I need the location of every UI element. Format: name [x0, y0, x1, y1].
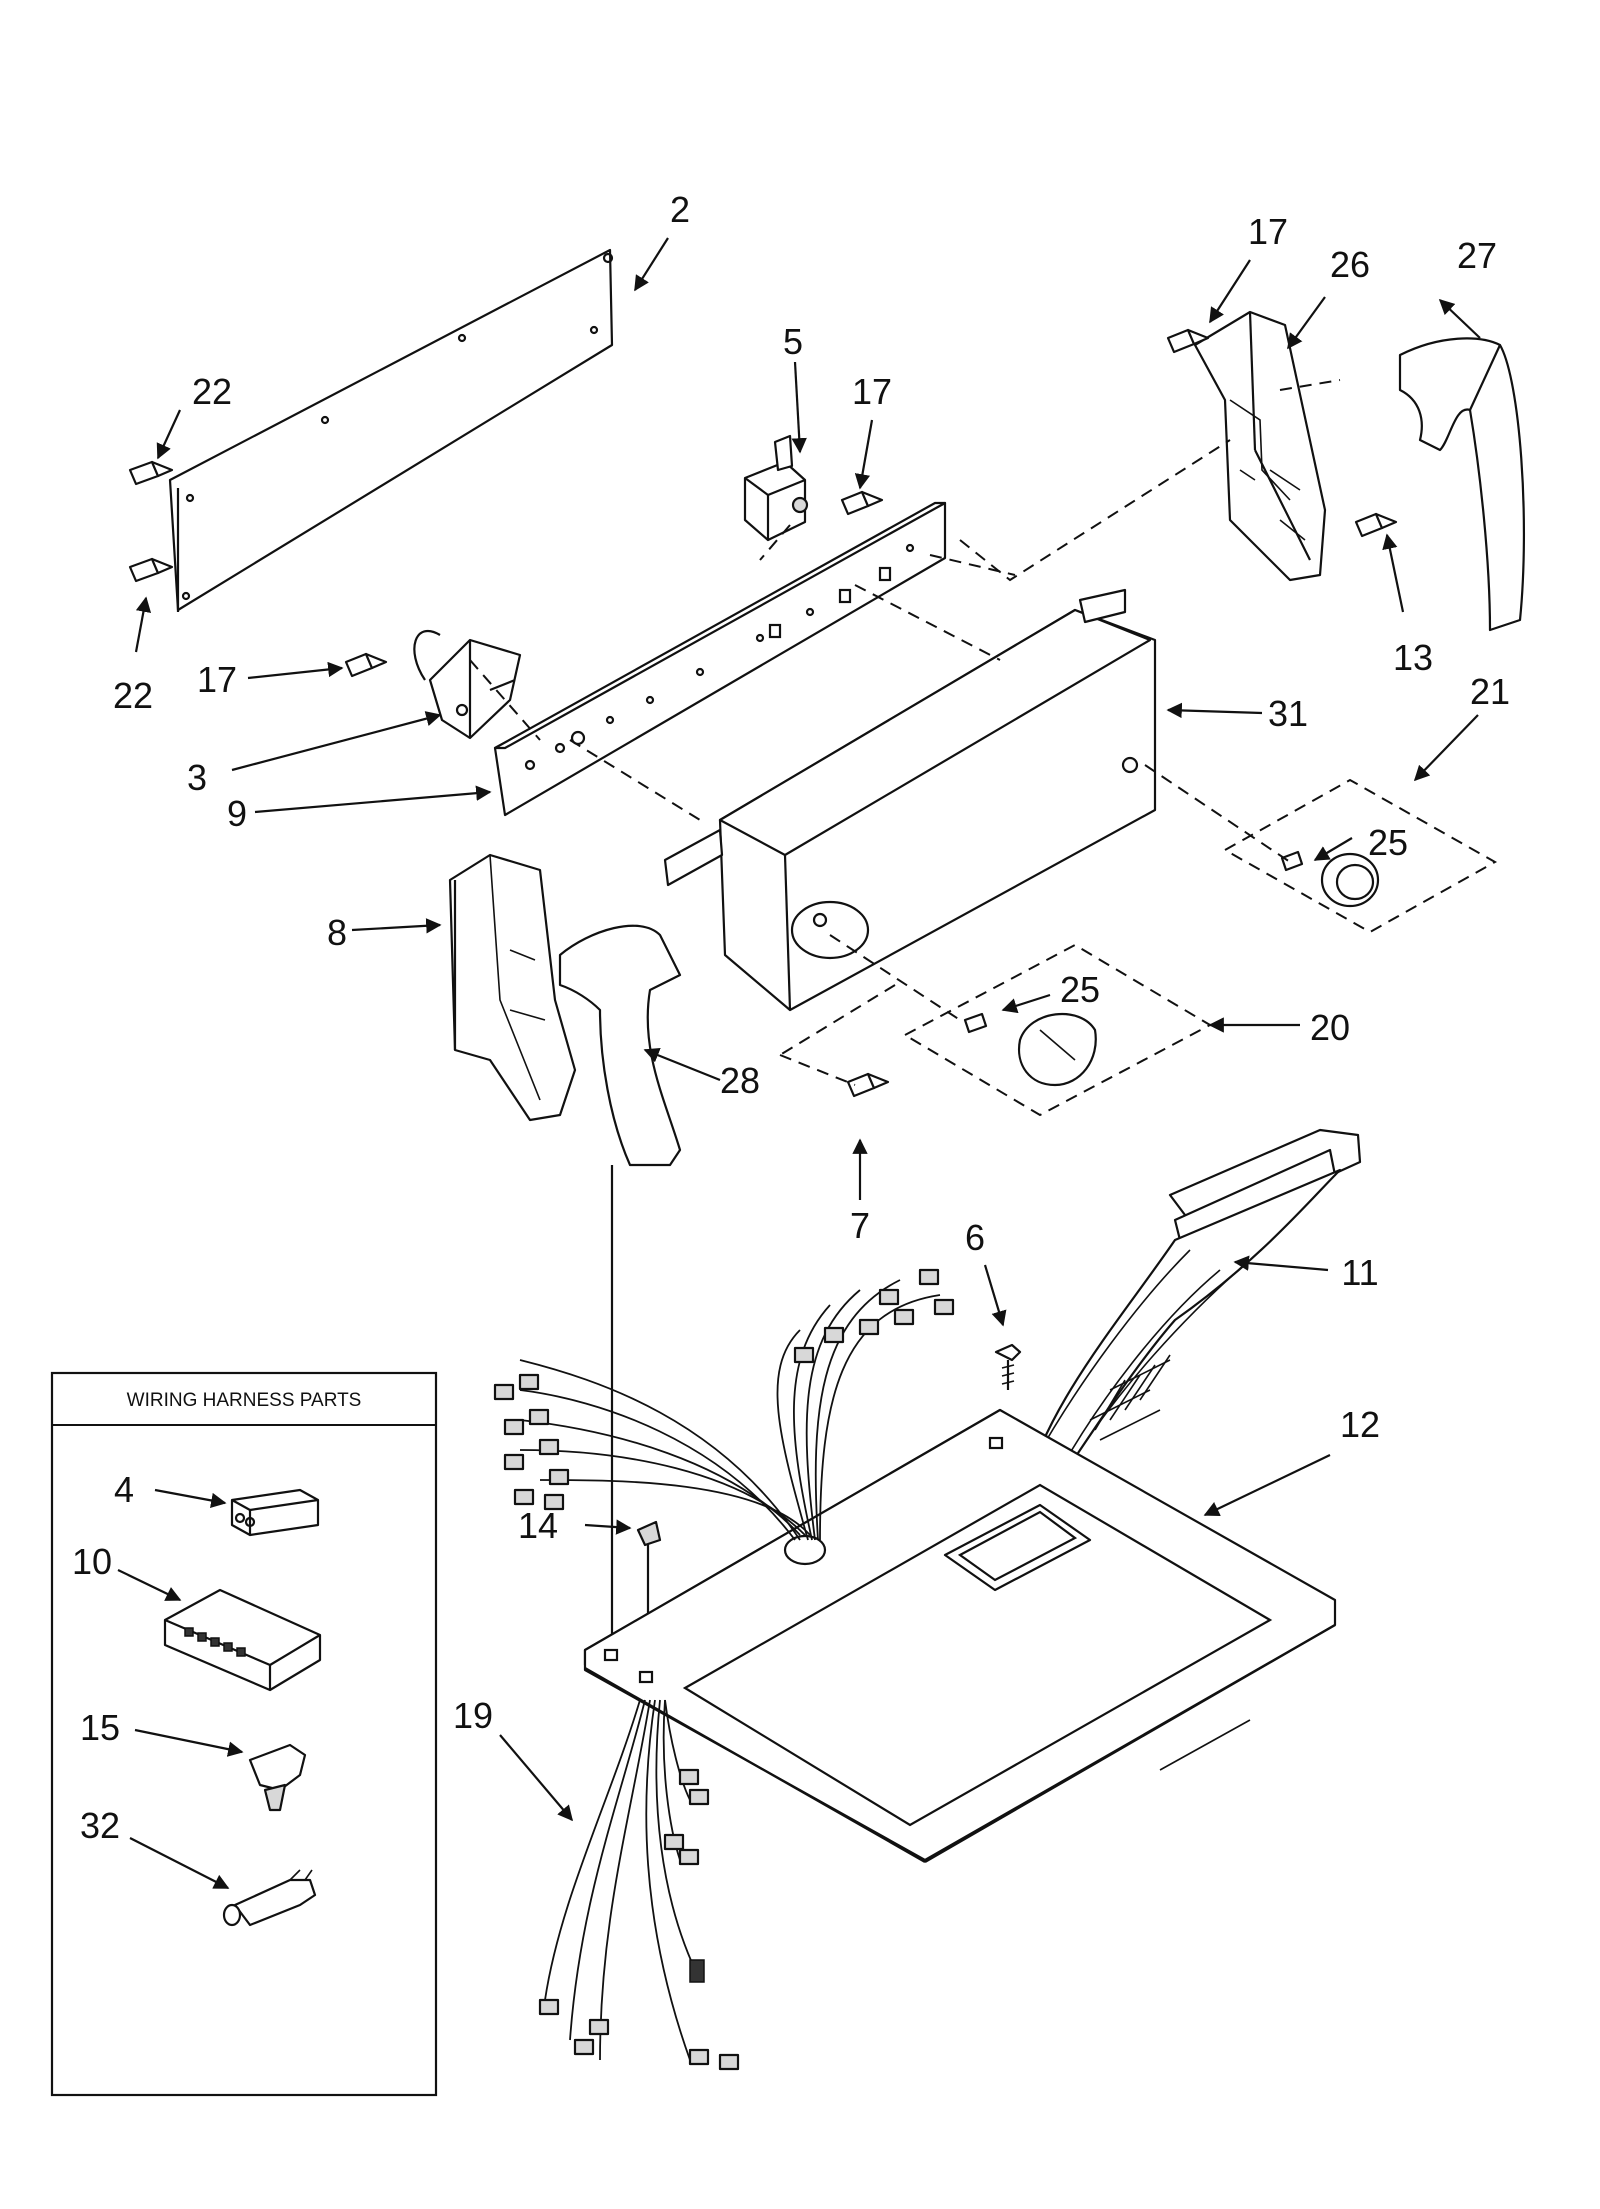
duct-part-11	[1023, 1128, 1362, 1492]
callout-5: 5	[783, 321, 803, 362]
knob-assembly-21	[1222, 778, 1498, 934]
end-cap-part-8	[448, 853, 577, 1122]
callout-26: 26	[1330, 244, 1370, 285]
callout-32: 32	[80, 1805, 120, 1846]
callout-20: 20	[1310, 1007, 1350, 1048]
connector-part-10	[163, 1588, 322, 1692]
callout-3: 3	[187, 757, 207, 798]
screw-6	[994, 1343, 1022, 1390]
screw-22-lower	[128, 557, 174, 583]
callout-17-left: 17	[197, 659, 237, 700]
callout-25-right: 25	[1368, 822, 1408, 863]
console-part-31	[663, 588, 1157, 1012]
callout-31: 31	[1268, 693, 1308, 734]
callout-14: 14	[518, 1505, 558, 1546]
clip-part-15	[248, 1743, 307, 1812]
callout-4: 4	[114, 1469, 134, 1510]
leader-lines	[117, 237, 1481, 1889]
callout-21: 21	[1470, 671, 1510, 712]
trim-part-28	[558, 924, 682, 1167]
rear-panel-part	[168, 248, 614, 612]
wiring-harness-box: WIRING HARNESS PARTS	[50, 1371, 438, 2097]
callout-28: 28	[720, 1060, 760, 1101]
clip-part-14	[636, 1520, 662, 1547]
screw-17-center	[840, 490, 884, 516]
screw-17-left	[344, 652, 388, 678]
callout-17-right: 17	[1248, 211, 1288, 252]
callout-13: 13	[1393, 637, 1433, 678]
callout-7: 7	[850, 1205, 870, 1246]
screw-17-right	[1166, 328, 1210, 354]
switch-part-5	[743, 434, 809, 542]
callout-8: 8	[327, 912, 347, 953]
callout-11: 11	[1341, 1252, 1378, 1293]
callout-10: 10	[72, 1541, 112, 1582]
top-panel-part-12	[583, 1408, 1337, 1863]
callout-numbers: 2 22 22 17 5 17 3 9 8 28 7 17 26 27 13 3…	[72, 189, 1510, 1846]
wire-harness-upper	[493, 1268, 955, 1541]
console-bracket-part	[493, 501, 947, 817]
screw-22-upper	[128, 460, 174, 486]
callout-17-center: 17	[852, 371, 892, 412]
callout-15: 15	[80, 1707, 120, 1748]
callout-19: 19	[453, 1695, 493, 1736]
wire-harness-19	[538, 1699, 740, 2071]
callout-25-left: 25	[1060, 969, 1100, 1010]
box-title: WIRING HARNESS PARTS	[127, 1390, 362, 1411]
knob-assembly-20	[902, 943, 1213, 1117]
callout-9: 9	[227, 793, 247, 834]
callout-12: 12	[1340, 1404, 1380, 1445]
callout-2: 2	[670, 189, 690, 230]
callout-22-top: 22	[192, 371, 232, 412]
timer-part-3	[413, 629, 522, 740]
screw-7	[846, 1072, 890, 1098]
trim-part-27	[1398, 337, 1525, 632]
terminal-part-32	[222, 1869, 317, 1927]
screw-13	[1354, 512, 1398, 538]
callout-6: 6	[965, 1217, 985, 1258]
callout-27: 27	[1457, 235, 1497, 276]
callout-22-bottom: 22	[113, 675, 153, 716]
end-cap-part-26	[1193, 310, 1327, 582]
connector-part-4	[230, 1488, 320, 1537]
